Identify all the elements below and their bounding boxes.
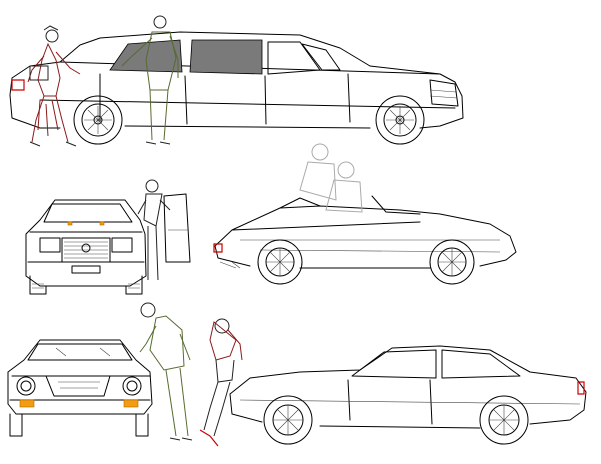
woman-at-door <box>137 179 191 281</box>
coupe-convertible-side <box>213 195 517 285</box>
man-chauffeur <box>121 15 179 145</box>
woman-red-outfit <box>11 25 81 147</box>
ghost-passengers <box>299 143 363 213</box>
jaguar-front <box>7 339 153 437</box>
man-in-suit <box>139 302 193 441</box>
jaguar-side <box>229 345 587 445</box>
limousine-side <box>9 31 464 145</box>
woman-seated <box>199 318 243 447</box>
suv-front <box>25 199 147 295</box>
